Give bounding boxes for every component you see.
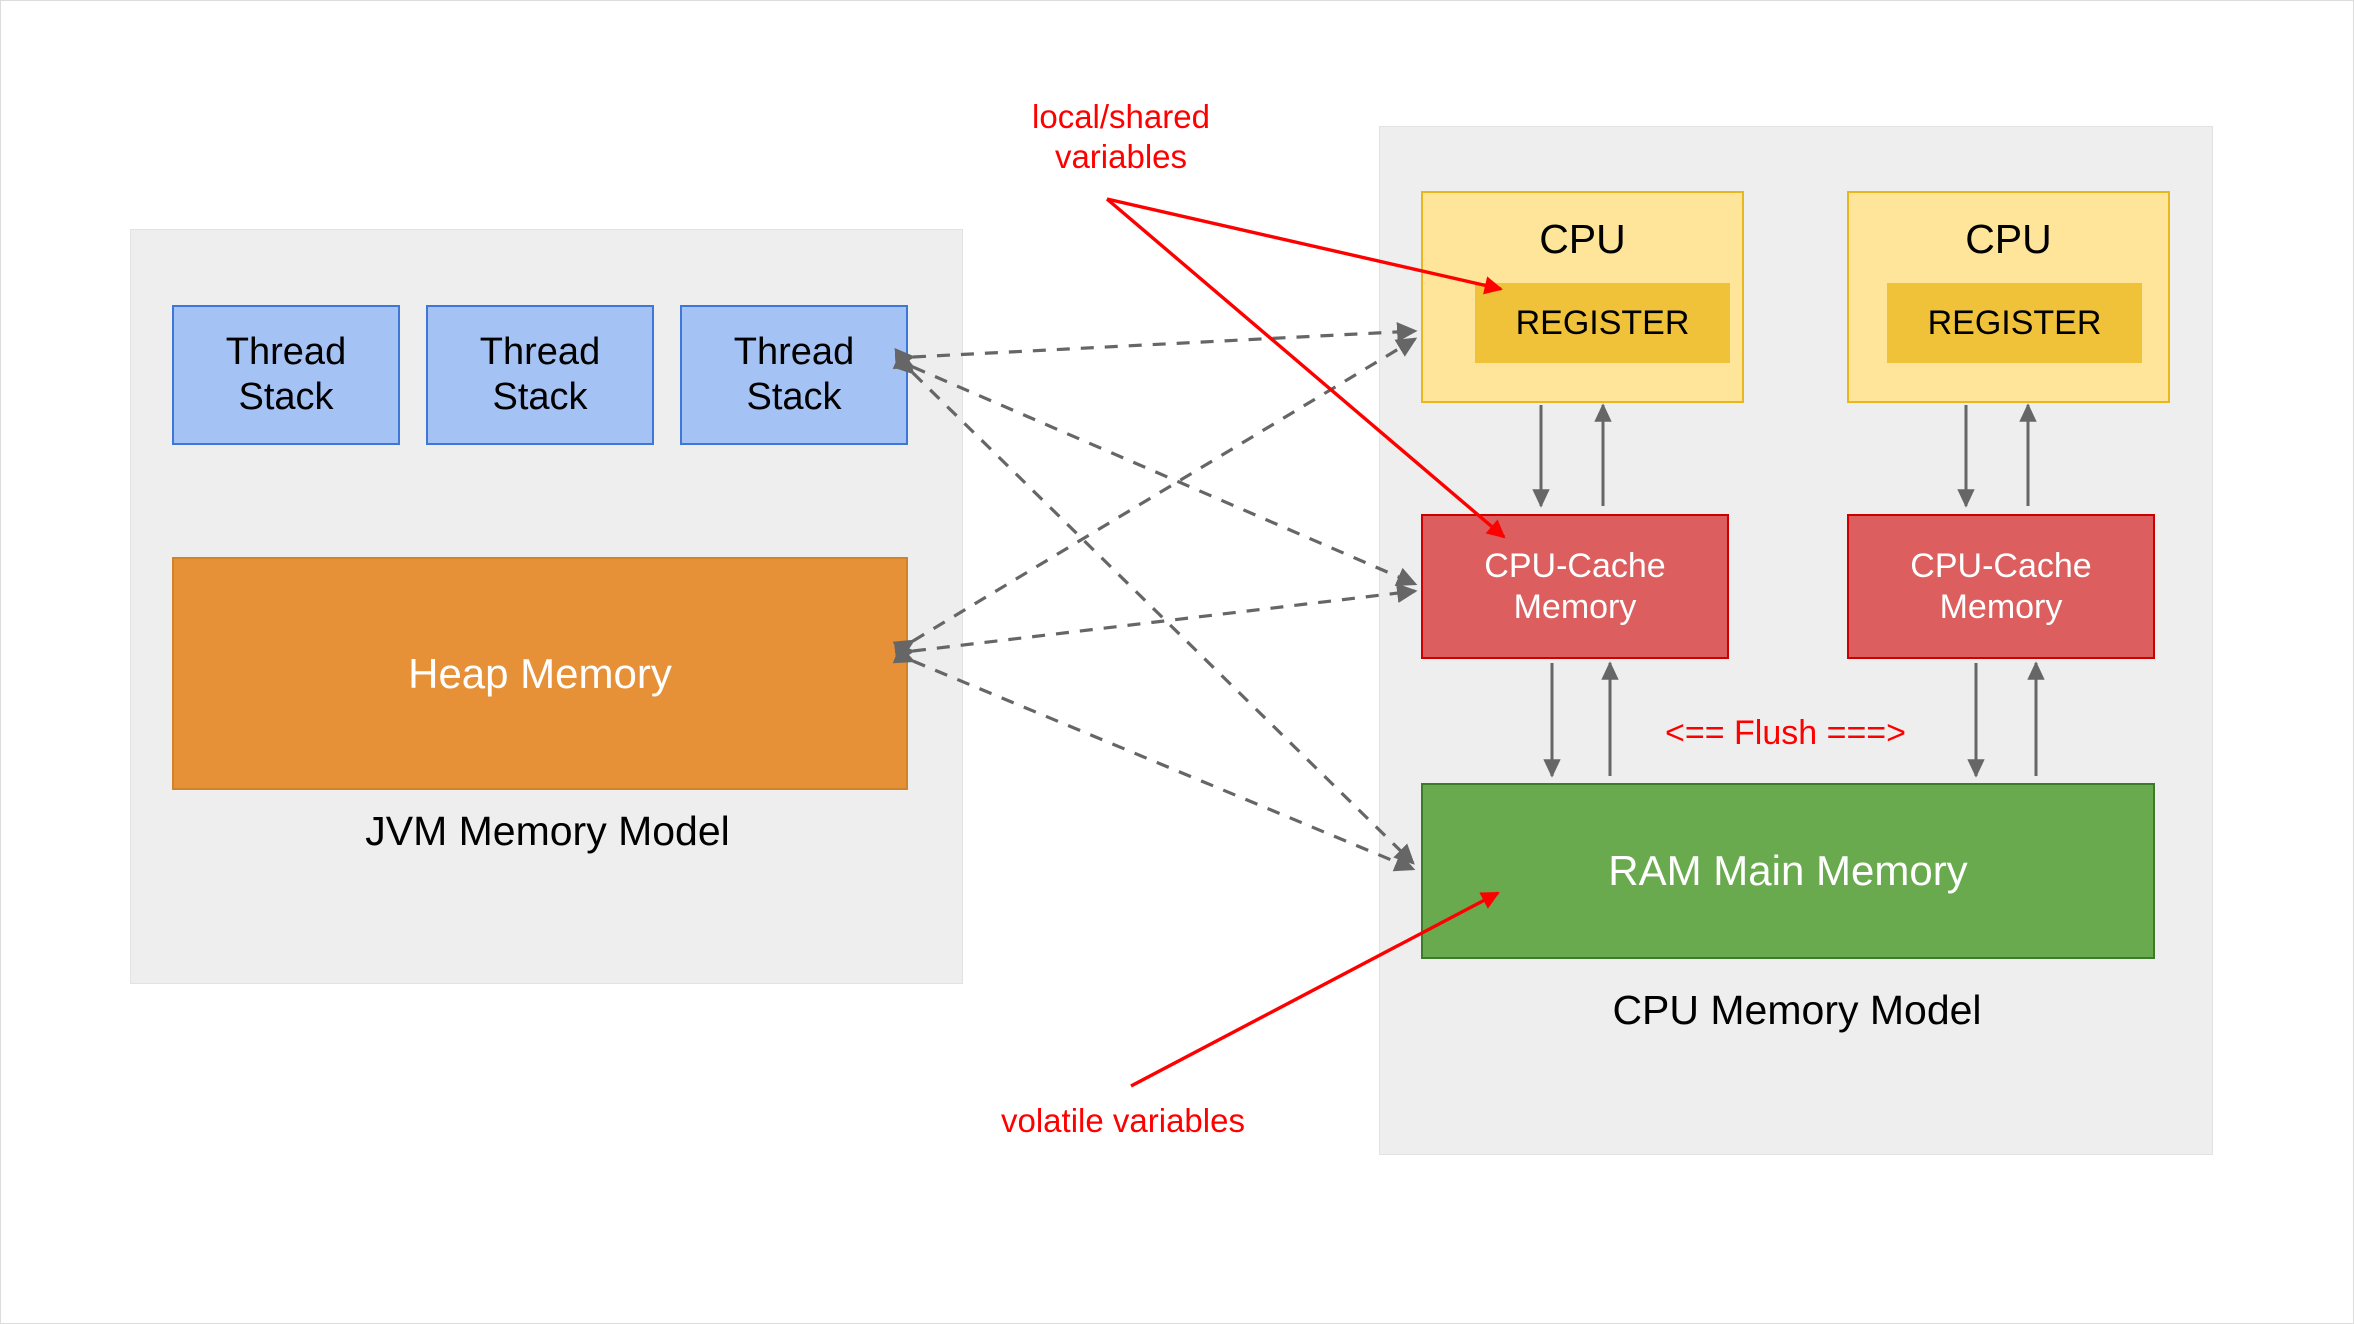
connector-heap-ram <box>892 644 1416 872</box>
cpu-cache-memory-box-2: CPU-Cache Memory <box>1847 514 2155 659</box>
thread-stack-box-3: Thread Stack <box>680 305 908 445</box>
ram-main-memory-box: RAM Main Memory <box>1421 783 2155 959</box>
connector-threadstack-cache <box>892 350 1418 586</box>
flush-label: <== Flush ===> <box>1665 714 1907 752</box>
register-box-2: REGISTER <box>1887 283 2142 363</box>
cpu-label-1: CPU <box>1539 216 1626 262</box>
connector-threadstack-ram <box>893 353 1415 865</box>
register-box-1: REGISTER <box>1475 283 1730 363</box>
annotation-local-shared-variables: local/shared variables <box>1032 98 1210 175</box>
jvm-memory-model-title: JVM Memory Model <box>365 808 730 854</box>
cpu-label-2: CPU <box>1965 216 2052 262</box>
cpu-box-2: CPU REGISTER <box>1847 191 2170 403</box>
cpu-cache-memory-box-1: CPU-Cache Memory <box>1421 514 1729 659</box>
cpu-memory-model-title: CPU Memory Model <box>1612 987 1982 1033</box>
connector-threadstack-register <box>894 322 1418 368</box>
cpu-box-1: CPU REGISTER <box>1421 191 1744 403</box>
thread-stack-box-2: Thread Stack <box>426 305 654 445</box>
thread-stack-box-1: Thread Stack <box>172 305 400 445</box>
connector-heap-cache <box>894 583 1418 663</box>
connector-heap-register <box>892 337 1418 659</box>
annotation-volatile-variables: volatile variables <box>1001 1102 1245 1139</box>
heap-memory-box: Heap Memory <box>172 557 908 790</box>
